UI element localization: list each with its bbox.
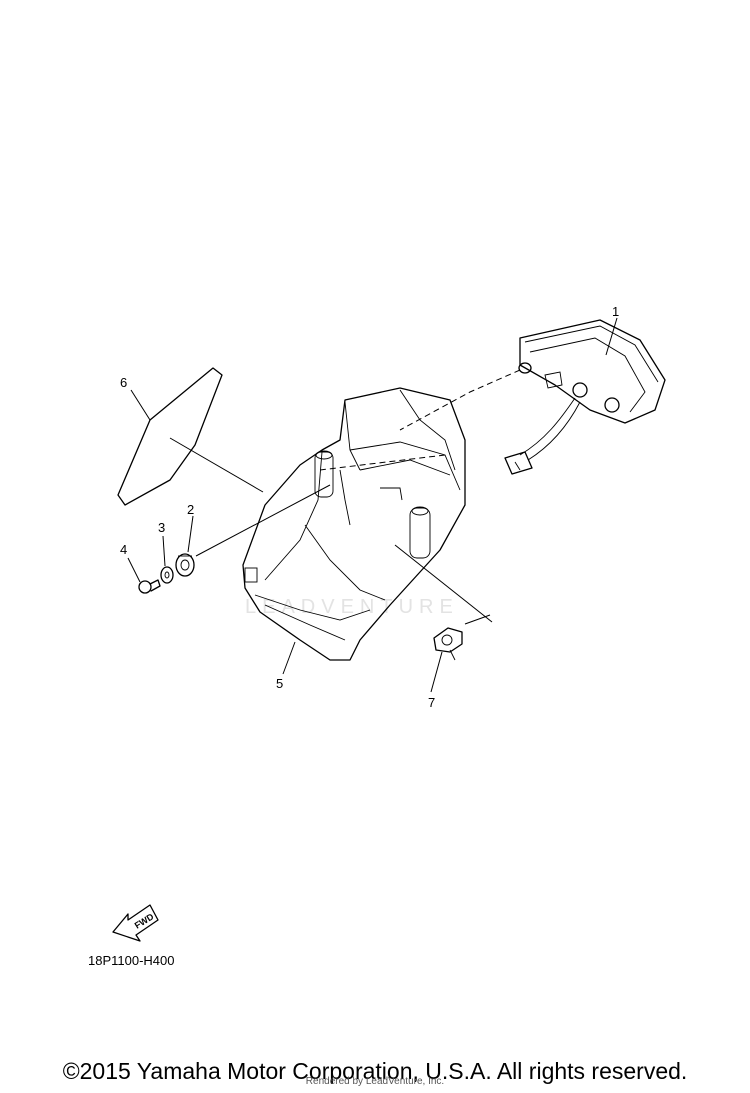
grommet[interactable]	[175, 553, 195, 577]
callout-2: 2	[187, 502, 194, 517]
callout-7: 7	[428, 695, 435, 710]
rendered-by-credit: Rendered by LeadVenture, Inc.	[305, 1076, 445, 1087]
clamp[interactable]	[433, 627, 463, 661]
callout-1: 1	[612, 304, 619, 319]
tail-light-assembly[interactable]	[504, 319, 666, 475]
callout-6: 6	[120, 375, 127, 390]
figure-code: 18P1100-H400	[88, 953, 175, 968]
forward-arrow-icon: FWD	[112, 904, 159, 942]
rear-fender-housing[interactable]	[242, 387, 466, 661]
screw[interactable]	[138, 579, 161, 594]
copyright-notice: ©2015 Yamaha Motor Corporation, U.S.A. A…	[62, 1058, 688, 1084]
reflector-plate[interactable]	[117, 367, 223, 506]
callout-3: 3	[158, 520, 165, 535]
callout-4: 4	[120, 542, 127, 557]
callout-5: 5	[276, 676, 283, 691]
watermark-text: LEADVENTURE	[245, 596, 459, 618]
washer[interactable]	[160, 566, 174, 584]
